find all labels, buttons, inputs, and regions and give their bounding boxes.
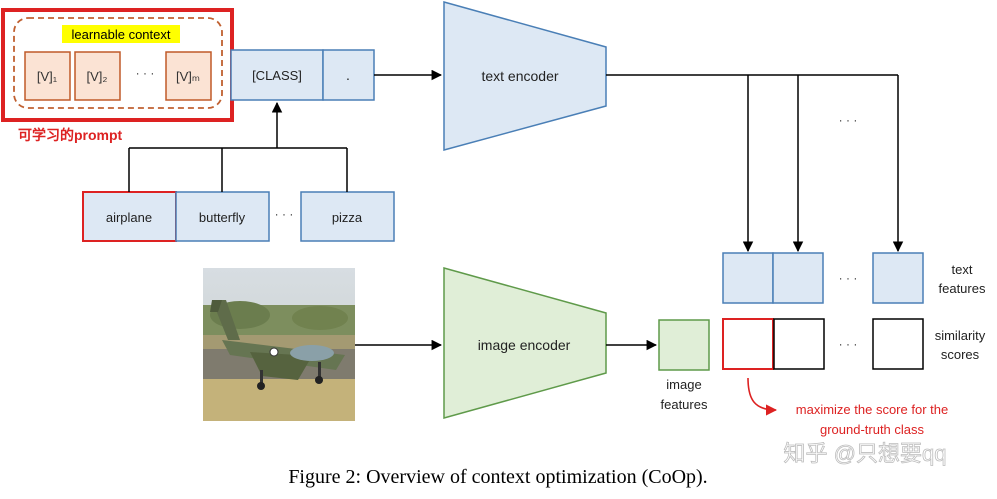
- period-token-label: .: [346, 67, 350, 83]
- class-pizza-label: pizza: [332, 210, 363, 225]
- context-token-2-label: [V]₂: [87, 69, 108, 84]
- similarity-scores-label-line1: similarity: [935, 328, 986, 343]
- text-features-label-line2: features: [939, 281, 986, 296]
- figure-caption: Figure 2: Overview of context optimizati…: [288, 466, 707, 488]
- learnable-context-dashed-box: [13, 17, 223, 109]
- image-features-label-line2: features: [661, 397, 708, 412]
- learnable-context-header-highlight: [62, 25, 180, 43]
- learnable-prompt-annotation: 可学习的prompt: [18, 127, 123, 143]
- similarity-score-1: [722, 318, 774, 370]
- class-token-label: [CLASS]: [252, 68, 302, 83]
- class-to-class-token-connector: [128, 101, 348, 192]
- text-feature-n: [872, 252, 924, 304]
- text-branch-ellipsis: · · ·: [839, 113, 858, 127]
- image-features-label-line1: image: [666, 377, 701, 392]
- ground-truth-note-line1: maximize the score for the: [796, 402, 948, 417]
- class-pizza: [300, 191, 395, 242]
- class-butterfly-label: butterfly: [199, 210, 246, 225]
- context-token-1: [24, 51, 71, 101]
- similarity-score-2: [773, 318, 825, 370]
- text-feature-1: [722, 252, 774, 304]
- text-features-label-line1: text: [952, 262, 973, 277]
- text-encoder-output-connector: [606, 74, 904, 253]
- image-encoder-label: image encoder: [478, 337, 571, 353]
- ground-truth-note-arrow: [747, 377, 778, 416]
- similarity-scores-label-line2: scores: [941, 347, 980, 362]
- class-token: [230, 49, 324, 101]
- image-feature: [658, 319, 710, 371]
- similarity-score-n: [872, 318, 924, 370]
- text-feature-ellipsis: · · ·: [839, 271, 858, 285]
- input-airplane-image: [203, 268, 355, 421]
- context-token-ellipsis: · · ·: [136, 66, 155, 80]
- class-airplane-label: airplane: [106, 210, 152, 225]
- context-token-2: [74, 51, 121, 101]
- context-token-m-label: [V]ₘ: [176, 69, 200, 84]
- text-feature-2: [772, 252, 824, 304]
- text-encoder-label: text encoder: [481, 68, 558, 84]
- ground-truth-note-line2: ground-truth class: [820, 422, 925, 437]
- watermark: 知乎 @只想要qq: [784, 441, 947, 466]
- context-token-1-label: [V]₁: [37, 69, 58, 84]
- text-encoder: [443, 1, 607, 151]
- learnable-context-header: learnable context: [71, 27, 170, 42]
- image-encoder: [443, 267, 607, 419]
- class-ellipsis: · · ·: [275, 207, 294, 221]
- context-token-m: [165, 51, 212, 101]
- similarity-ellipsis: · · ·: [839, 337, 858, 351]
